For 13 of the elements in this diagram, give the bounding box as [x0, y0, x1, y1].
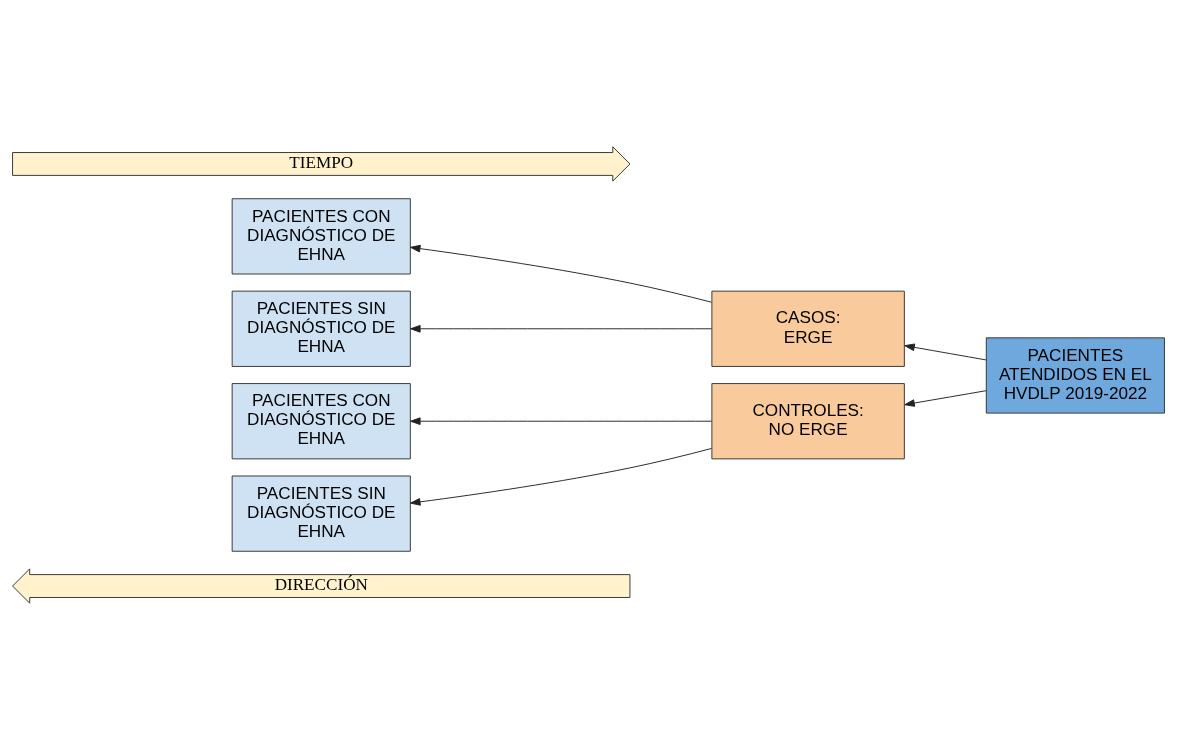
node-box: PACIENTES ATENDIDOS EN EL HVDLP 2019-2022 [985, 336, 1165, 414]
node-box: PACIENTES SIN DIAGNÓSTICO DE EHNA [231, 475, 411, 552]
arrow [410, 416, 713, 425]
arrow [904, 343, 987, 360]
arrow [410, 244, 712, 303]
arrow [410, 324, 713, 333]
node-box: PACIENTES SIN DIAGNÓSTICO DE EHNA [231, 290, 411, 367]
node-box: PACIENTES CON DIAGNÓSTICO DE EHNA [231, 382, 411, 459]
node-box: CASOS: ERGE [711, 290, 905, 367]
node-box: PACIENTES CON DIAGNÓSTICO DE EHNA [231, 197, 411, 274]
arrow [904, 389, 987, 407]
node-box: CONTROLES: NO ERGE [711, 382, 905, 459]
arrow [410, 447, 712, 506]
